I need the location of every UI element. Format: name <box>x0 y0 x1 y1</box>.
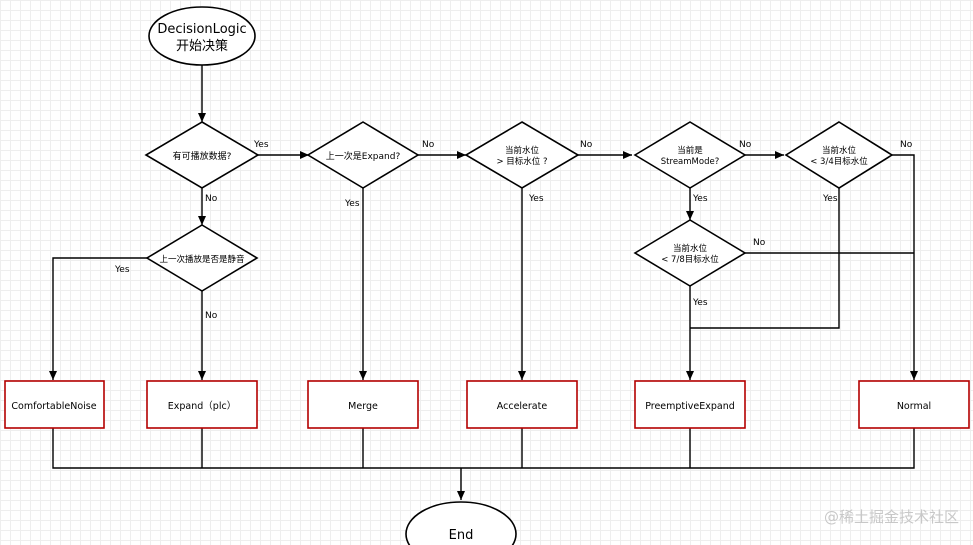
label-d4-yes: Yes <box>528 194 544 204</box>
edges <box>49 64 918 500</box>
decision-level-below-7-8 <box>633 219 747 287</box>
process-accelerate-label: Accelerate <box>497 401 548 412</box>
label-d1-yes: Yes <box>253 140 269 150</box>
end-label: End <box>449 528 474 543</box>
decision-d5-label-2: StreamMode? <box>661 157 719 167</box>
process-expand <box>146 380 258 429</box>
decision-d6-label-2: < 7/8目标水位 <box>661 254 719 265</box>
process-accelerate <box>466 380 578 429</box>
decision-d4-label-1: 当前水位 <box>505 145 540 156</box>
label-d5-yes: Yes <box>692 194 708 204</box>
decision-d5-label-1: 当前是 <box>677 145 703 156</box>
decision-last-was-silence <box>145 224 259 292</box>
label-d2-no: No <box>205 311 218 321</box>
process-merge <box>307 380 419 429</box>
decision-d1-label: 有可播放数据? <box>173 150 232 162</box>
edge-d7-normal <box>892 154 918 380</box>
process-comfortable-noise-label: ComfortableNoise <box>11 401 96 412</box>
decision-d4-label-2: > 目标水位 ? <box>496 156 547 167</box>
label-d7-no: No <box>900 140 913 150</box>
start-node <box>148 6 256 66</box>
decision-d7-label-1: 当前水位 <box>822 145 857 156</box>
decision-d6-label-1: 当前水位 <box>673 243 708 254</box>
process-comfortable-noise <box>4 380 105 429</box>
decision-d7-label-2: < 3/4目标水位 <box>810 156 868 167</box>
start-label-1: DecisionLogic <box>157 22 246 37</box>
label-d6-yes: Yes <box>692 298 708 308</box>
start-label-2: 开始决策 <box>176 38 228 54</box>
label-d6-no: No <box>753 238 766 248</box>
process-normal-label: Normal <box>897 401 931 412</box>
watermark: @稀土掘金技术社区 <box>824 508 959 526</box>
label-d3-no: No <box>422 140 435 150</box>
label-d1-no: No <box>205 194 218 204</box>
process-normal <box>858 380 970 429</box>
decision-has-playable-data <box>144 121 260 189</box>
decision-last-was-expand <box>306 121 420 189</box>
label-d7-yes: Yes <box>822 194 838 204</box>
decision-d3-label: 上一次是Expand? <box>326 150 401 162</box>
label-d3-yes: Yes <box>344 199 360 209</box>
decision-d2-label: 上一次播放是否是静音 <box>159 254 245 265</box>
process-preemptive-expand <box>634 380 746 429</box>
decision-is-stream-mode <box>633 121 747 189</box>
decision-level-above-target <box>464 121 580 189</box>
decision-level-below-3-4 <box>784 121 894 189</box>
label-d5-no: No <box>739 140 752 150</box>
process-expand-label: Expand（plc） <box>168 400 236 412</box>
edge-d7-preemptive <box>690 188 840 329</box>
end-node <box>405 501 517 545</box>
label-d4-no: No <box>580 140 593 150</box>
edge-bus-to-end <box>52 428 915 469</box>
label-d2-yes: Yes <box>114 265 130 275</box>
edge-d2-comfortable <box>49 257 147 380</box>
process-preemptive-expand-label: PreemptiveExpand <box>645 401 735 412</box>
process-merge-label: Merge <box>348 401 378 412</box>
